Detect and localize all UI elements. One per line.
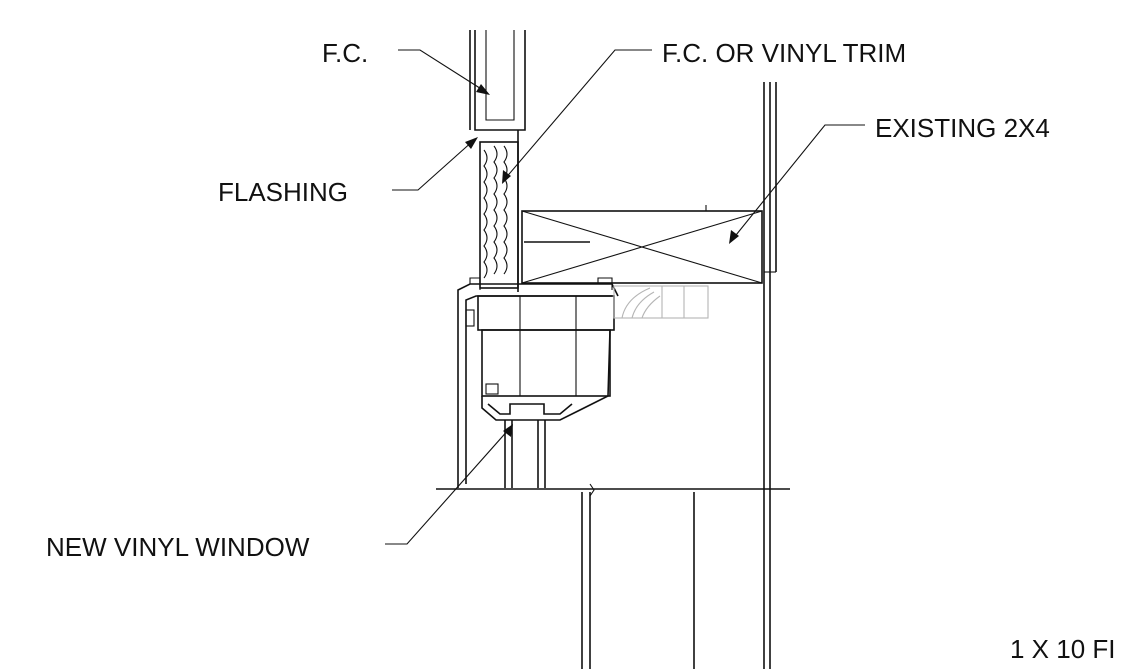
label-flashing: FLASHING: [218, 177, 348, 207]
label-new-vinyl-window: NEW VINYL WINDOW: [46, 532, 310, 562]
leader-existing-2x4: [729, 124, 865, 244]
leader-new-vinyl-window: [385, 424, 513, 545]
existing-2x4-member: [521, 205, 763, 284]
interior-wall-lines: [763, 82, 777, 669]
label-scale-note: 1 X 10 FI: [1010, 634, 1116, 664]
faint-stool-profile: [613, 285, 709, 319]
sill-and-lower-wall: [436, 483, 790, 669]
trim-board: [479, 130, 519, 292]
glazing-unit: [504, 420, 546, 488]
leader-flashing: [392, 137, 478, 191]
label-existing-2x4: EXISTING 2X4: [875, 113, 1050, 143]
label-fc-or-vinyl-trim: F.C. OR VINYL TRIM: [662, 38, 906, 68]
leader-fc-or-vinyl-trim: [502, 49, 652, 184]
leader-fc: [398, 49, 490, 95]
fc-siding-profile: [469, 30, 526, 131]
label-fc: F.C.: [322, 38, 368, 68]
